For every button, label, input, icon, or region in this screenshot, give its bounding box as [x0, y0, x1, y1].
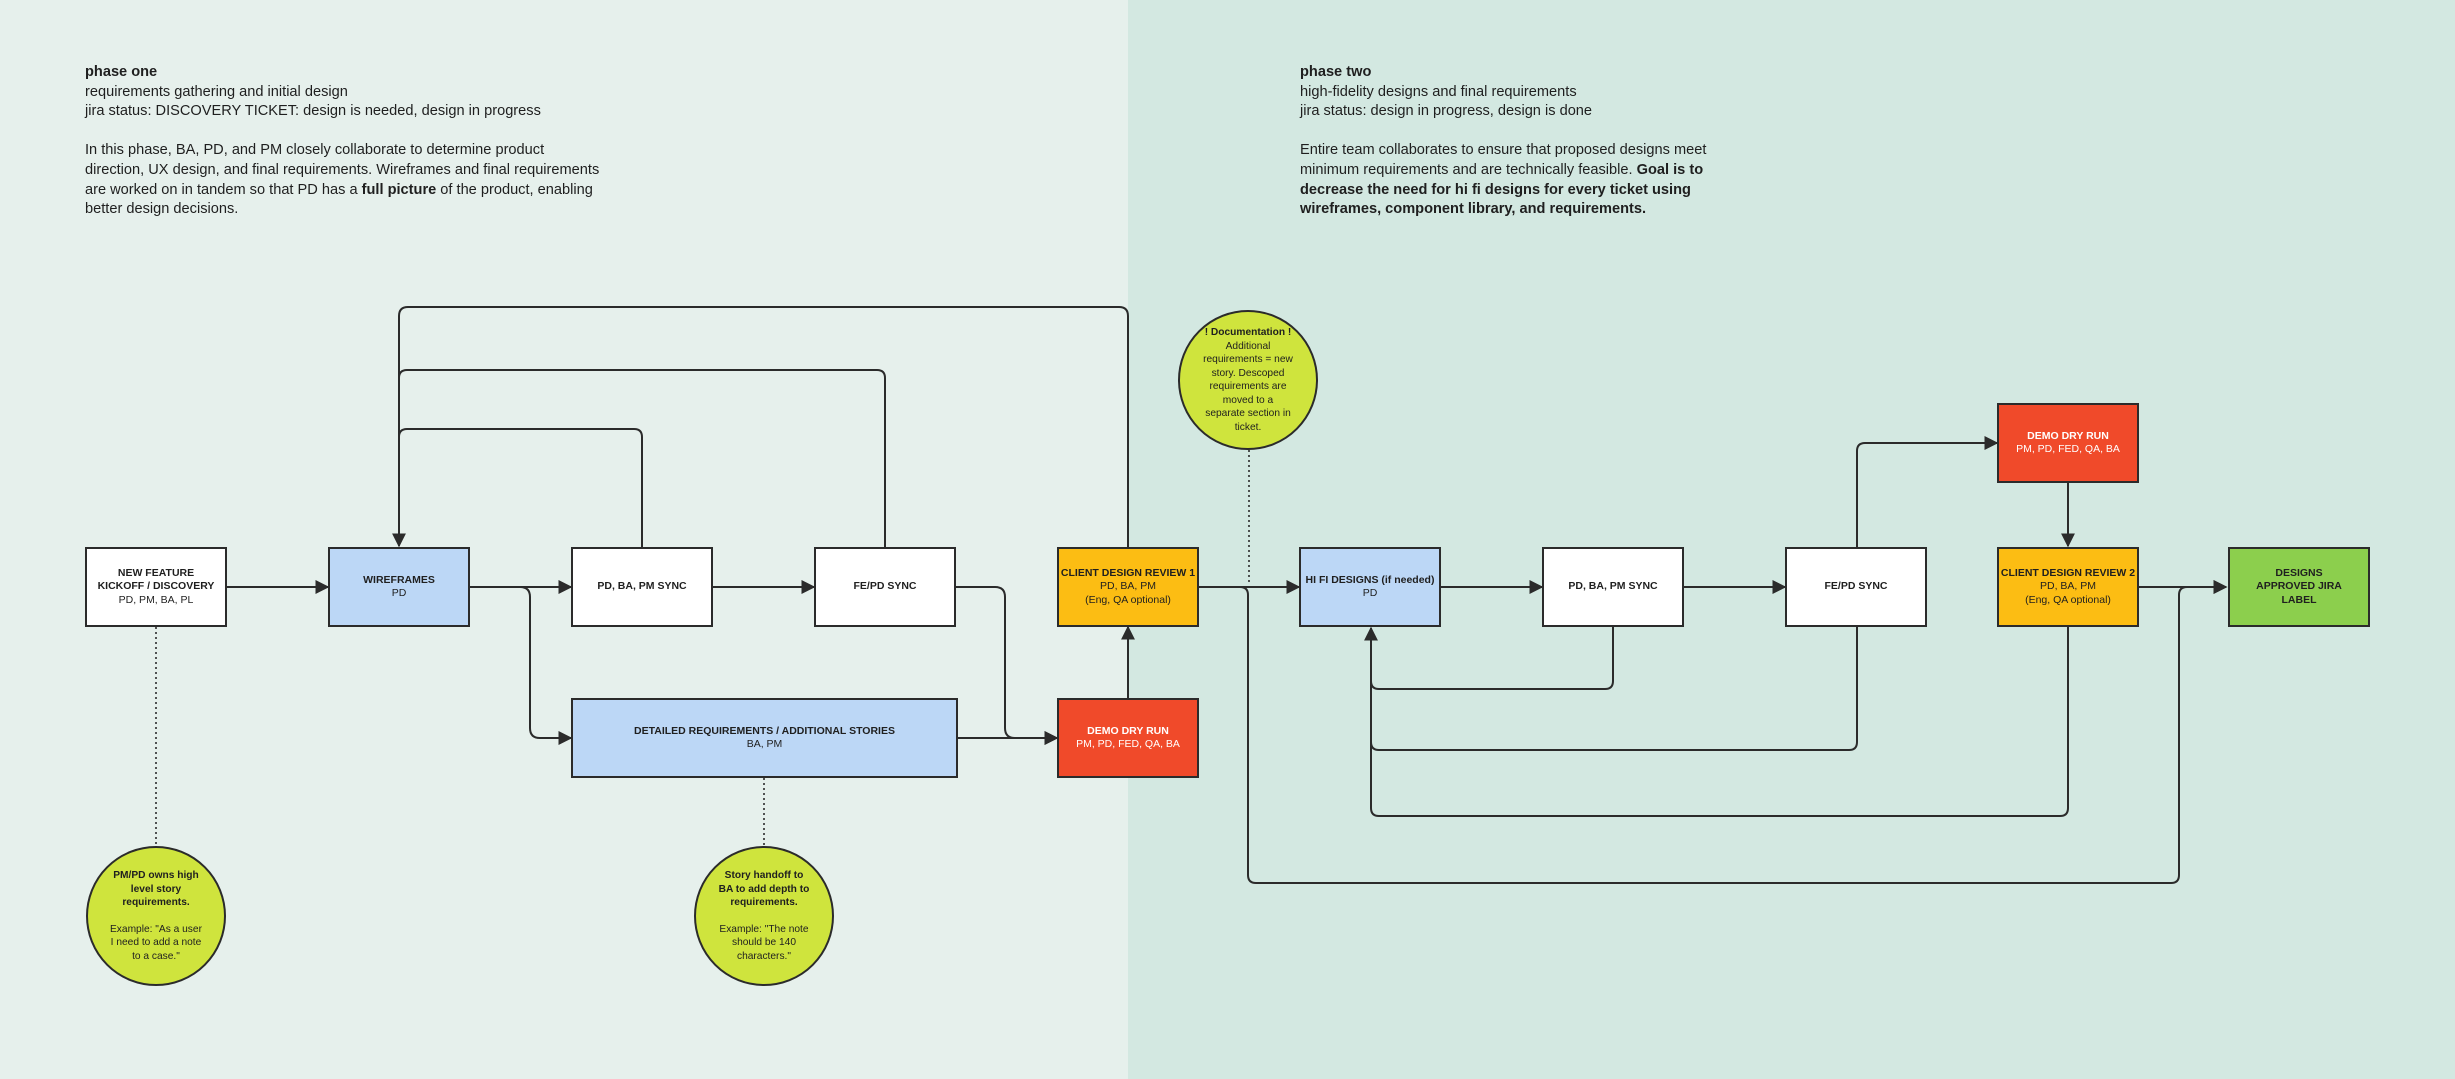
- node-roles: PD, BA, PM: [1099, 580, 1156, 593]
- node-title: DEMO DRY RUN: [1087, 724, 1169, 737]
- note-example: Example: "As a user I need to add a note…: [110, 923, 202, 962]
- loop-sync2-hifi: [1364, 626, 1614, 690]
- note-documentation: ! Documentation ! Additional requirement…: [1178, 310, 1318, 450]
- phase-two-background: [1128, 0, 2455, 1079]
- connector-review1-approved: [1199, 580, 2228, 884]
- node-detailed-requirements[interactable]: DETAILED REQUIREMENTS / ADDITIONAL STORI…: [571, 698, 958, 778]
- node-title: CLIENT DESIGN REVIEW 2: [2000, 566, 2136, 579]
- phase-two-title: phase two: [1300, 64, 1372, 80]
- phase-one-subtitle: requirements gathering and initial desig…: [85, 83, 348, 100]
- node-title: FE/PD SYNC: [1824, 580, 1888, 593]
- node-client-design-review-1[interactable]: CLIENT DESIGN REVIEW 1 PD, BA, PM (Eng, …: [1057, 547, 1199, 627]
- node-optional-roles: (Eng, QA optional): [1085, 593, 1171, 606]
- node-wireframes[interactable]: WIREFRAMES PD: [328, 547, 470, 627]
- note-pm-pd-owns: PM/PD owns high level story requirements…: [86, 846, 226, 986]
- node-roles: PD, BA, PM: [2039, 580, 2096, 593]
- loop-fepd-wireframes: [398, 369, 886, 547]
- phase-one-jira-status: jira status: DISCOVERY TICKET: design is…: [85, 103, 541, 120]
- note-example: Example: "The note should be 140 charact…: [719, 923, 809, 962]
- node-hi-fi-designs[interactable]: HI FI DESIGNS (if needed) PD: [1299, 547, 1441, 627]
- loop-review2-hifi: [1370, 627, 2069, 817]
- phase-one-description: In this phase, BA, PD, and PM closely co…: [85, 142, 600, 218]
- node-title: WIREFRAMES: [363, 573, 435, 586]
- node-title: DESIGNS APPROVED JIRA LABEL: [2256, 566, 2342, 606]
- node-fe-pd-sync-2[interactable]: FE/PD SYNC: [1785, 547, 1927, 627]
- node-designs-approved[interactable]: DESIGNS APPROVED JIRA LABEL: [2228, 547, 2370, 627]
- node-fe-pd-sync-1[interactable]: FE/PD SYNC: [814, 547, 956, 627]
- connector-fepd-demo: [956, 586, 1059, 745]
- node-title: CLIENT DESIGN REVIEW 1: [1060, 566, 1196, 579]
- node-roles: PM, PD, FED, QA, BA: [1076, 738, 1180, 750]
- node-demo-dry-run-2[interactable]: DEMO DRY RUN PM, PD, FED, QA, BA: [1997, 403, 2139, 483]
- note-body: Additional requirements = new story. Des…: [1203, 340, 1293, 433]
- phase-one-text: phase one requirements gathering and ini…: [85, 63, 605, 220]
- node-new-feature-kickoff[interactable]: NEW FEATURE KICKOFF / DISCOVERY PD, PM, …: [85, 547, 227, 627]
- phase-one-title: phase one: [85, 64, 158, 80]
- node-roles: PD: [1362, 587, 1378, 599]
- connector-wireframes-detailed: [470, 586, 573, 745]
- phase-two-jira-status: jira status: design in progress, design …: [1300, 103, 1593, 120]
- loop-review1-wireframes: [392, 306, 1129, 548]
- node-title: FE/PD SYNC: [853, 580, 917, 593]
- node-client-design-review-2[interactable]: CLIENT DESIGN REVIEW 2 PD, BA, PM (Eng, …: [1997, 547, 2139, 627]
- note-title: ! Documentation !: [1204, 327, 1292, 338]
- note-story-handoff: Story handoff to BA to add depth to requ…: [694, 846, 834, 986]
- node-title: HI FI DESIGNS (if needed): [1305, 573, 1435, 586]
- node-roles: PM, PD, FED, QA, BA: [2016, 443, 2120, 455]
- node-optional-roles: (Eng, QA optional): [2025, 593, 2111, 606]
- phase-two-subtitle: high-fidelity designs and final requirem…: [1300, 83, 1577, 100]
- note-title: PM/PD owns high level story requirements…: [113, 870, 199, 908]
- node-pd-ba-pm-sync-2[interactable]: PD, BA, PM SYNC: [1542, 547, 1684, 627]
- loop-sync-wireframes: [398, 428, 643, 547]
- node-title: DETAILED REQUIREMENTS / ADDITIONAL STORI…: [634, 724, 895, 737]
- node-demo-dry-run-1[interactable]: DEMO DRY RUN PM, PD, FED, QA, BA: [1057, 698, 1199, 778]
- connector-fepd2-demo2: [1856, 436, 1999, 547]
- node-title: DEMO DRY RUN: [2027, 429, 2109, 442]
- note-title: Story handoff to BA to add depth to requ…: [718, 870, 810, 908]
- node-title: NEW FEATURE KICKOFF / DISCOVERY: [97, 566, 215, 593]
- node-roles: BA, PM: [746, 738, 783, 750]
- node-roles: PD, PM, BA, PL: [118, 593, 194, 606]
- phase-two-description: Entire team collaborates to ensure that …: [1300, 142, 1707, 218]
- node-title: PD, BA, PM SYNC: [1568, 580, 1658, 593]
- node-roles: PD: [391, 587, 407, 599]
- node-pd-ba-pm-sync-1[interactable]: PD, BA, PM SYNC: [571, 547, 713, 627]
- phase-two-text: phase two high-fidelity designs and fina…: [1300, 63, 1710, 220]
- node-title: PD, BA, PM SYNC: [597, 580, 687, 593]
